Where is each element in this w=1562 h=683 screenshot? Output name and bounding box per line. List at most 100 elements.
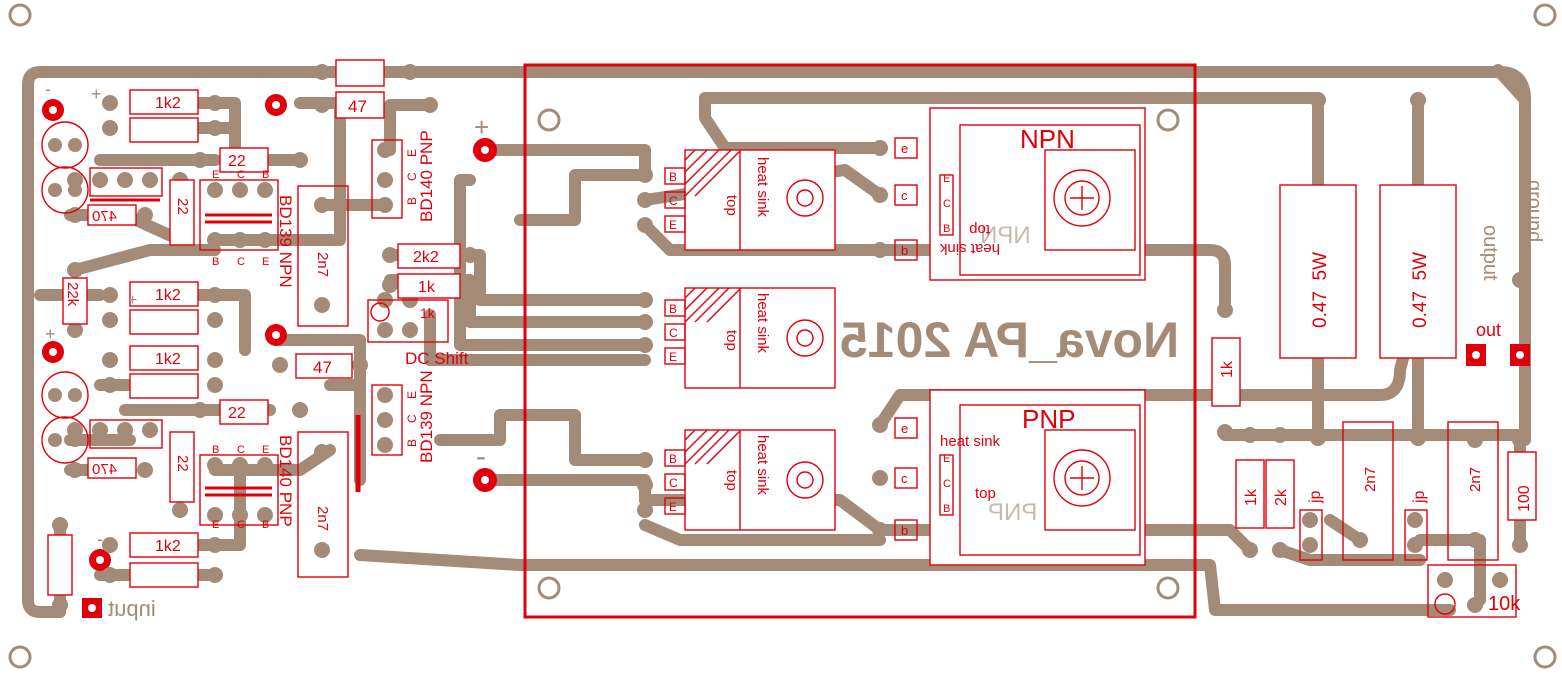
mounting-hole xyxy=(1156,108,1180,132)
heat-sink-label: heat sink xyxy=(754,435,771,496)
pin-label-b: B xyxy=(405,439,419,447)
pin-label-c: C xyxy=(405,172,419,181)
transistor-bd140-outline xyxy=(199,179,279,251)
transistor-bd140-top xyxy=(371,139,403,219)
plus-label: + xyxy=(474,112,489,142)
resistor-blank xyxy=(129,309,199,335)
resistor-22-a xyxy=(219,147,269,173)
resistor-1k-bias xyxy=(397,273,461,299)
resistor-1k-bottom xyxy=(1235,459,1265,529)
pin-label-b-low: b xyxy=(901,243,908,258)
pin-label-e: E xyxy=(669,500,677,514)
resistor-blank xyxy=(129,562,199,588)
resistor-input xyxy=(47,534,73,596)
heat-sink-top-label: top xyxy=(723,195,740,216)
mounting-hole xyxy=(1533,3,1557,27)
mounting-hole xyxy=(1533,645,1557,669)
pin-label-e: E xyxy=(212,169,219,181)
output-label: output xyxy=(1479,225,1501,281)
heatsink-transistor-bottom: heat sink top B C E xyxy=(664,429,836,531)
heat-sink-top-label: top xyxy=(723,470,740,491)
minus-label: - xyxy=(305,334,310,351)
resistor-100 xyxy=(1507,451,1537,521)
pin-label-e: E xyxy=(943,173,950,185)
mounting-holes xyxy=(8,3,1557,669)
pin-label-e: E xyxy=(405,391,419,399)
pin-label-e: E xyxy=(262,256,269,268)
resistor-22k-label: 22k xyxy=(64,282,81,307)
pin-label-c: C xyxy=(669,326,678,340)
heat-sink-label: heat sink xyxy=(940,433,1001,450)
pin-label-c: C xyxy=(237,256,245,268)
resistor-22-a-label: 22 xyxy=(228,153,246,170)
resistor-1k-bottom-label: 1k xyxy=(1243,488,1260,506)
cap-2n7-a-label: 2n7 xyxy=(314,252,331,277)
transistor-bd139-label: BD139 NPN xyxy=(276,195,295,288)
resistor-47-top-label: 47 xyxy=(348,97,367,116)
heat-sink-top-label: top xyxy=(969,221,990,238)
output-transistor-pnp: PNP PNP heat sink top e c b E C B xyxy=(894,389,1146,566)
resistor-470-b xyxy=(87,457,137,479)
resistor-1k2-a-label: 1k2 xyxy=(155,95,181,112)
film-caps: 2n7 2n7 2n7 2n7 xyxy=(297,185,1499,578)
heatsink-outline xyxy=(523,63,1197,619)
mounting-hole xyxy=(8,3,32,27)
heatsink-transistor-top: heat sink top B C E xyxy=(664,149,836,251)
resistor-22-d xyxy=(169,431,195,503)
power-resistor-b xyxy=(1379,184,1457,359)
resistor-22-c-label: 22 xyxy=(228,405,246,422)
resistor-1k2-a xyxy=(129,89,199,115)
resistor-100-label: 100 xyxy=(1516,485,1533,512)
pin-label-c: C xyxy=(405,414,419,423)
mounting-hole xyxy=(1156,576,1180,600)
small-resistors: 1k2 22 470 22 22k 1k2 1k2 22 470 22 1k2 … xyxy=(47,59,1537,596)
dc-shift-label: DC Shift xyxy=(405,349,469,368)
cap-2n7-d xyxy=(1447,421,1499,561)
pin-label-e: E xyxy=(262,444,269,456)
pin-label-e-low: e xyxy=(901,421,908,436)
resistor-22-b-label: 22 xyxy=(174,198,191,215)
power-resistor-a xyxy=(1279,184,1357,359)
resistor-2k2-label: 2k2 xyxy=(413,249,439,266)
resistor-1k2-c xyxy=(129,345,199,371)
cap-2n7-b-label: 2n7 xyxy=(314,506,331,531)
pin-label-e: E xyxy=(669,350,677,364)
board-title: Nova_PA 2015 xyxy=(840,312,1179,368)
transistor-bd140-label: BD140 PNP xyxy=(276,435,295,527)
pin-label-c: C xyxy=(669,476,678,490)
pin-label-e: E xyxy=(669,218,677,232)
jumper-a-label: jp xyxy=(1307,490,1324,504)
driver-transistors: BD139 NPN BD140 PNP BD140 PNP BD139 NPN … xyxy=(89,130,436,531)
pin-label-c: C xyxy=(943,478,951,490)
pin-label-c: C xyxy=(943,198,951,210)
pin-label-b: B xyxy=(212,256,219,268)
plus-label: + xyxy=(320,97,329,114)
misc-labels: input ground output out + - + - + + + - … xyxy=(45,79,1545,621)
plus-label: + xyxy=(128,292,137,309)
pin-label-b: B xyxy=(669,302,677,316)
pin-label-e-low: e xyxy=(901,141,908,156)
minus-label: - xyxy=(97,529,103,549)
mounting-hole xyxy=(8,645,32,669)
heat-sink-label: heat sink xyxy=(939,240,1000,257)
resistor-2k xyxy=(1265,459,1295,529)
pin-label-b-low: b xyxy=(901,523,908,538)
resistor-22k xyxy=(62,277,88,325)
heat-sink-top-label: top xyxy=(723,330,740,351)
pin-label-e: E xyxy=(943,453,950,465)
pin-label-e: E xyxy=(405,149,419,157)
transistor-left-bottom xyxy=(89,419,163,449)
output-transistors: NPN NPN heat sink top e c b E C B PNP PN… xyxy=(894,107,1146,566)
resistor-1k2-b-label: 1k2 xyxy=(155,287,181,304)
heat-sink-label: heat sink xyxy=(754,293,771,354)
transistor-bd140-top-label: BD140 PNP xyxy=(417,130,436,222)
cap-2n7-c xyxy=(1342,421,1394,561)
pin-label-b: B xyxy=(212,444,219,456)
pin-label-e: E xyxy=(212,519,219,531)
resistor-47-mid-label: 47 xyxy=(313,358,332,377)
plus-label: + xyxy=(91,84,102,104)
resistor-22-d-label: 22 xyxy=(174,455,191,472)
resistor-blank xyxy=(129,117,199,143)
